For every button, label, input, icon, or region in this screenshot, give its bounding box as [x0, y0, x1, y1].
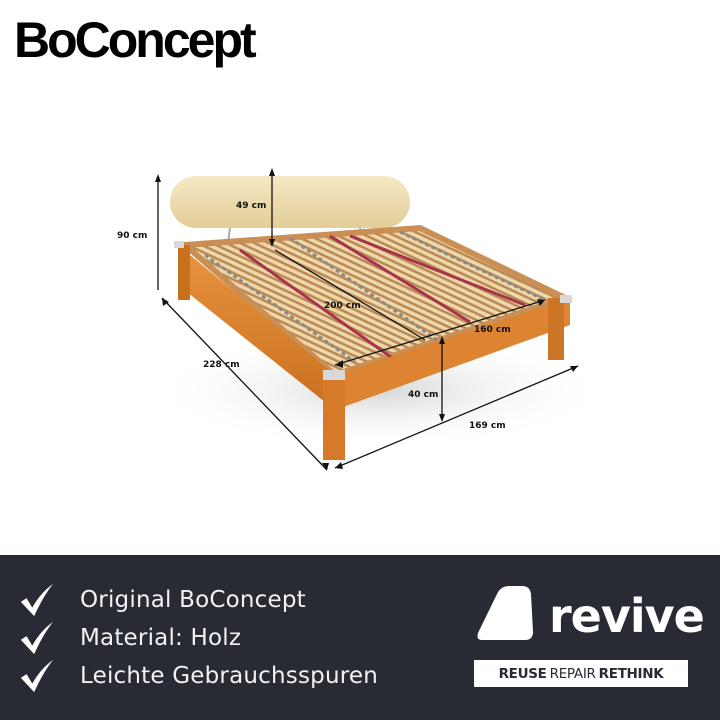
dim-total-width: 169 cm	[469, 421, 506, 431]
feature-item: Original BoConcept	[18, 581, 306, 619]
feature-item: Leichte Gebrauchsspuren	[18, 657, 378, 695]
dim-total-length: 228 cm	[203, 360, 240, 370]
checkmark-icon	[20, 583, 54, 617]
dim-mattress-length: 200 cm	[324, 301, 361, 311]
feature-banner	[0, 555, 720, 720]
feature-label: Material: Holz	[80, 625, 242, 651]
revive-tagline: REUSE REPAIR RETHINK	[474, 660, 688, 687]
feature-label: Original BoConcept	[80, 587, 306, 613]
dim-mattress-width: 160 cm	[474, 325, 511, 335]
dim-height-total: 90 cm	[117, 231, 148, 241]
dim-headrest-height: 49 cm	[236, 201, 267, 211]
tagline-repair: REPAIR	[549, 665, 596, 682]
revive-logo-shape-icon	[477, 586, 533, 640]
dim-seat-height: 40 cm	[408, 390, 439, 400]
bed-illustration	[150, 168, 610, 471]
checkmark-icon	[20, 621, 54, 655]
product-image: 90 cm 49 cm 200 cm 160 cm 40 cm 228 cm 1…	[0, 80, 720, 555]
tagline-rethink: RETHINK	[598, 665, 664, 682]
revive-wordmark: revive	[549, 589, 705, 643]
feature-label: Leichte Gebrauchsspuren	[80, 663, 378, 689]
checkmark-icon	[20, 659, 54, 693]
tagline-reuse: REUSE	[498, 665, 547, 682]
brand-logo: BoConcept	[14, 12, 257, 68]
feature-item: Material: Holz	[18, 619, 241, 657]
